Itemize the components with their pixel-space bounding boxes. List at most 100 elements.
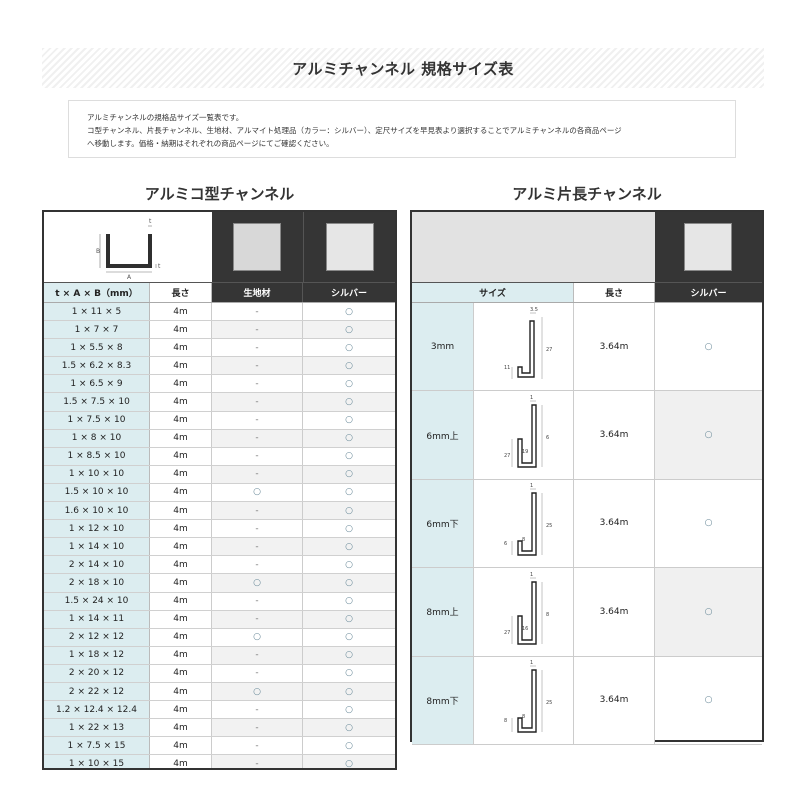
silver-cell[interactable]: ○ xyxy=(345,523,353,534)
silver-cell[interactable]: ○ xyxy=(303,610,395,628)
silver-cell[interactable]: ○ xyxy=(303,502,395,520)
dimension-label: 25 xyxy=(546,523,552,529)
length-cell: 4m xyxy=(150,737,212,755)
table-column-headers: サイズ 長さ シルバー xyxy=(412,283,762,303)
length-cell: 4m xyxy=(150,719,212,737)
dimension-label: 11 xyxy=(504,365,510,371)
silver-cell[interactable]: ○ xyxy=(655,391,762,479)
silver-cell[interactable]: ○ xyxy=(345,342,353,353)
silver-cell[interactable]: ○ xyxy=(704,518,713,529)
silver-cell[interactable]: ○ xyxy=(704,695,713,706)
size-cell: 1 × 7 × 7 xyxy=(44,321,150,339)
silver-swatch[interactable] xyxy=(326,223,374,271)
silver-cell[interactable]: ○ xyxy=(345,451,353,462)
dimension-label: 6 xyxy=(546,435,549,441)
raw-cell[interactable]: ○ xyxy=(212,574,303,592)
silver-cell[interactable]: ○ xyxy=(303,646,395,664)
raw-cell: - xyxy=(212,701,303,719)
section-title-uneven-channel: アルミ片長チャンネル xyxy=(512,185,662,203)
silver-cell[interactable]: ○ xyxy=(345,378,353,389)
silver-cell[interactable]: ○ xyxy=(345,740,353,751)
raw-cell: - xyxy=(212,556,303,574)
raw-cell: - xyxy=(212,339,303,357)
silver-cell[interactable]: ○ xyxy=(345,632,353,643)
table-header-images: B A t t xyxy=(44,212,395,283)
silver-swatch[interactable] xyxy=(684,223,732,271)
size-cell: 1.5 × 6.2 × 8.3 xyxy=(44,357,150,375)
size-cell: 1 × 14 × 11 xyxy=(44,610,150,628)
size-name-cell: 8mm上 xyxy=(412,568,473,656)
length-cell: 4m xyxy=(150,701,212,719)
size-cell: 1.5 × 7.5 × 10 xyxy=(44,393,150,411)
silver-cell[interactable]: ○ xyxy=(345,415,353,426)
silver-cell[interactable]: ○ xyxy=(303,574,395,592)
raw-cell: - xyxy=(212,592,303,610)
silver-cell[interactable]: ○ xyxy=(345,306,353,317)
silver-cell[interactable]: ○ xyxy=(345,704,353,715)
silver-cell[interactable]: ○ xyxy=(345,668,353,679)
intro-line: コ型チャンネル、片長チャンネル、生地材、アルマイト処理品（カラー：シルバー）、定… xyxy=(87,126,622,135)
silver-cell[interactable]: ○ xyxy=(303,429,395,447)
silver-cell[interactable]: ○ xyxy=(345,559,353,570)
raw-cell[interactable]: ○ xyxy=(212,483,303,502)
silver-cell[interactable]: ○ xyxy=(303,538,395,556)
header-size: t × A × B（mm） xyxy=(44,283,150,302)
silver-cell[interactable]: ○ xyxy=(303,719,395,737)
dimension-label: 1 xyxy=(530,660,533,666)
silver-cell[interactable]: ○ xyxy=(303,755,395,768)
silver-cell[interactable]: ○ xyxy=(303,682,395,701)
silver-cell[interactable]: ○ xyxy=(303,357,395,375)
raw-cell: - xyxy=(212,303,303,321)
page-banner: アルミチャンネル 規格サイズ表 xyxy=(42,48,764,88)
silver-cell[interactable]: ○ xyxy=(303,465,395,483)
silver-cell[interactable]: ○ xyxy=(345,596,353,607)
raw-cell[interactable]: ○ xyxy=(212,628,303,646)
silver-cell[interactable]: ○ xyxy=(345,487,353,498)
silver-cell[interactable]: ○ xyxy=(303,321,395,339)
silver-cell[interactable]: ○ xyxy=(704,341,713,352)
diagram-label-t: t xyxy=(158,263,161,270)
dimension-label: 8 xyxy=(546,612,549,618)
raw-material-swatch[interactable] xyxy=(233,223,281,271)
raw-cell[interactable]: ○ xyxy=(212,682,303,701)
intro-line: へ移動します。価格・納期はそれぞれの商品ページにてご確認ください。 xyxy=(87,139,334,148)
raw-cell: - xyxy=(212,321,303,339)
silver-cell[interactable]: ○ xyxy=(655,568,762,656)
silver-cell[interactable]: ○ xyxy=(303,393,395,411)
